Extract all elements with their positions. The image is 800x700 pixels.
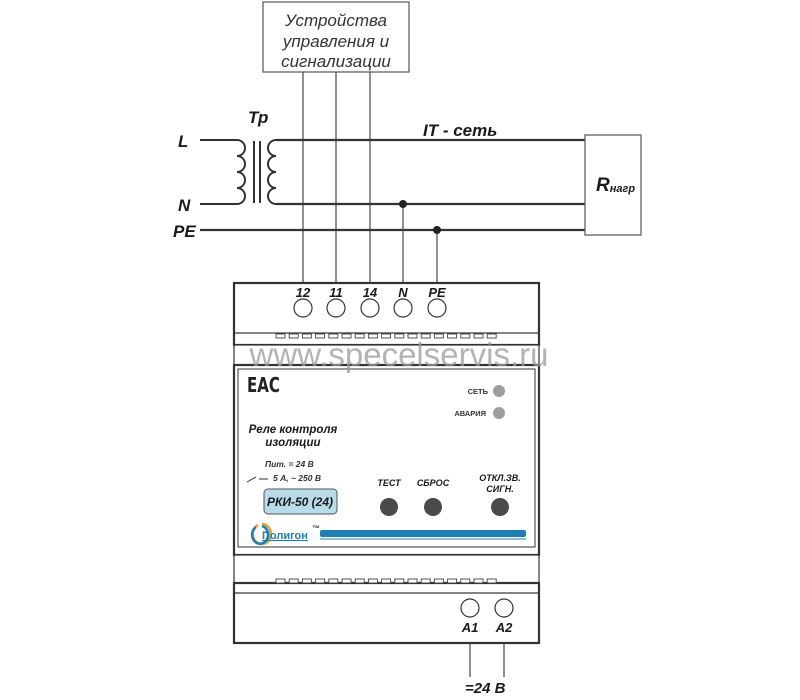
vent-slot — [354, 333, 365, 339]
vent-slot — [433, 333, 444, 339]
contact-symbol-icon — [246, 476, 268, 483]
transformer-label: Тр — [248, 108, 268, 127]
indicator-network-label: СЕТЬ — [468, 387, 489, 396]
junction-wires — [402, 204, 438, 286]
contact-spec: 5 А, ~ 250 В — [273, 473, 321, 483]
indicator-alarm-label: АВАРИЯ — [454, 409, 486, 418]
vent-slot — [486, 333, 497, 339]
terminal-A2-label: A2 — [495, 620, 513, 635]
terminal-A2-screw — [494, 598, 514, 618]
watermark: www.specelservis.ru — [249, 336, 549, 373]
test-button[interactable] — [380, 498, 398, 516]
transformer-icon — [200, 139, 277, 205]
vent-slot — [301, 333, 312, 339]
reset-button[interactable] — [424, 498, 442, 516]
terminal-A1-screw — [460, 598, 480, 618]
terminal-11-screw — [326, 298, 346, 318]
reset-button-label: СБРОС — [417, 478, 450, 488]
vent-slot — [288, 578, 299, 584]
vent-slot — [447, 333, 458, 339]
terminal-PE-label: PE — [428, 285, 446, 300]
vent-slot — [407, 578, 418, 584]
vent-slot — [288, 333, 299, 339]
supply-wires — [469, 643, 505, 677]
terminal-14-screw — [360, 298, 380, 318]
vent-slot — [315, 578, 326, 584]
terminal-PE-screw — [427, 298, 447, 318]
vent-slot — [460, 578, 471, 584]
brand-logo: Полигон ™ — [250, 522, 320, 546]
junction-N-dot — [399, 200, 407, 208]
test-button-label: ТЕСТ — [377, 478, 402, 488]
brand-name: Полигон — [262, 530, 308, 542]
control-wires — [302, 72, 371, 286]
vent-slot — [301, 578, 312, 584]
indicator-alarm-led — [493, 407, 505, 419]
bottom-terminal-block — [232, 581, 541, 645]
it-network-label: IT - сеть — [423, 121, 497, 140]
mute-alarm-button[interactable] — [491, 498, 509, 516]
vent-slot — [486, 578, 497, 584]
terminal-11-label: 11 — [329, 285, 343, 300]
indicator-network-led — [493, 385, 505, 397]
terminal-N-screw — [393, 298, 413, 318]
model-label: РКИ-50 (24) — [267, 495, 333, 509]
mute-button-label-1: ОТКЛ.ЗВ. — [479, 473, 521, 483]
vent-slot — [407, 333, 418, 339]
vent-slots-bottom — [275, 578, 497, 584]
line-PE-label: PE — [173, 222, 196, 241]
terminal-12-screw — [293, 298, 313, 318]
vent-slot — [341, 578, 352, 584]
vent-slot — [367, 578, 378, 584]
vent-slot — [420, 333, 431, 339]
network-lines — [200, 138, 585, 232]
vent-slot — [473, 578, 484, 584]
vent-slot — [367, 333, 378, 339]
eac-mark-icon: ЕАС — [247, 375, 280, 398]
load-label: Rнагр — [596, 175, 635, 196]
vent-slot — [447, 578, 458, 584]
device-title-line-1: Реле контроля — [249, 424, 338, 436]
control-box-line-3: сигнализации — [281, 52, 391, 71]
vent-slot — [473, 333, 484, 339]
device-title-line-2: изоляции — [265, 437, 320, 449]
brand-trademark: ™ — [312, 524, 320, 533]
mute-button-label-2: СИГН. — [486, 484, 514, 494]
vent-slot — [275, 333, 286, 339]
terminal-A1-label: A1 — [461, 620, 479, 635]
vent-slots-top — [275, 333, 497, 339]
relay-device — [232, 281, 541, 645]
control-devices-box: Устройства управления и сигнализации — [262, 1, 410, 73]
vent-slot — [433, 578, 444, 584]
vent-slot — [341, 333, 352, 339]
vent-slot — [420, 578, 431, 584]
vent-slot — [381, 578, 392, 584]
power-spec: Пит. = 24 В — [265, 459, 314, 469]
line-L-label: L — [178, 132, 188, 151]
junction-PE-dot — [433, 226, 441, 234]
vent-slot — [394, 333, 405, 339]
terminal-12-label: 12 — [296, 285, 311, 300]
model-badge — [263, 488, 338, 515]
accent-bar — [320, 530, 526, 537]
vent-slot — [328, 333, 339, 339]
line-N-label: N — [178, 196, 191, 215]
terminal-14-label: 14 — [363, 285, 378, 300]
control-box-line-1: Устройства — [284, 11, 387, 30]
front-panel — [232, 363, 541, 557]
vent-slot — [315, 333, 326, 339]
vent-slot — [354, 578, 365, 584]
supply-voltage-label: =24 В — [465, 680, 506, 697]
control-box-line-2: управления и — [282, 32, 390, 51]
vent-slot — [275, 578, 286, 584]
terminal-N-label: N — [398, 285, 408, 300]
top-terminals: 12 11 14 N PE — [293, 285, 447, 318]
vent-slot — [328, 578, 339, 584]
vent-slot — [394, 578, 405, 584]
vent-slot — [381, 333, 392, 339]
vent-slot — [460, 333, 471, 339]
load-resistor-box: Rнагр — [584, 134, 642, 236]
